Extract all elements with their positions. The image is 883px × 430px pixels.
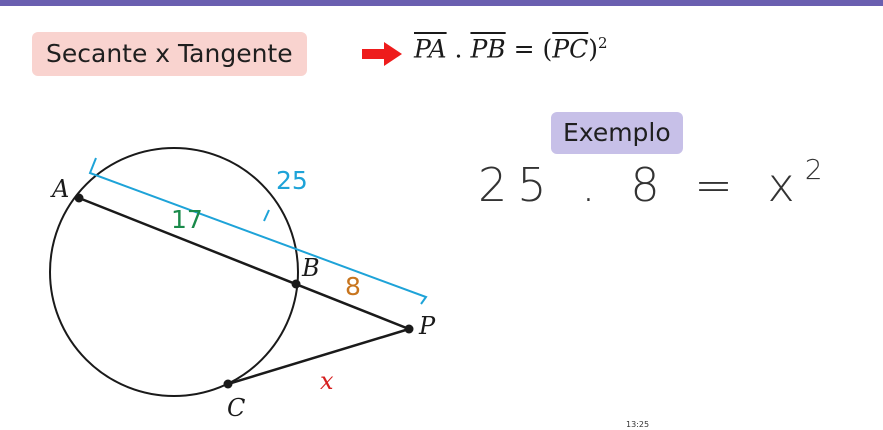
topic-title: Secante x Tangente — [32, 32, 307, 76]
length-pc-label: x — [320, 367, 334, 395]
point-a-dot — [74, 193, 84, 203]
point-p-dot — [404, 324, 414, 334]
pa-length-bracket — [88, 157, 428, 305]
length-ab-label: 17 — [171, 205, 203, 234]
power-of-point-formula: PA . PB = (PC)2 — [414, 34, 608, 63]
example-label: Exemplo — [551, 112, 683, 154]
top-accent-bar — [0, 0, 883, 6]
length-bp-label: 8 — [345, 272, 361, 301]
point-b-label: B — [301, 254, 320, 282]
point-a-label: A — [50, 175, 69, 203]
formula-exponent: 2 — [598, 34, 608, 52]
right-arrow-icon — [362, 42, 402, 66]
formula-close-paren: ) — [588, 34, 598, 64]
segment-pb: PB — [470, 34, 506, 64]
segment-pc: PC — [552, 34, 589, 64]
secant-line — [78, 196, 410, 331]
point-c-label: C — [227, 394, 245, 422]
equation-lhs: 25 . 8 = x — [478, 158, 805, 212]
point-c-dot — [223, 379, 233, 389]
length-pa-label: 25 — [276, 166, 308, 195]
example-equation: 25 . 8 = x2 — [478, 153, 833, 212]
point-p-label: P — [418, 312, 436, 340]
formula-open-paren: ( — [542, 34, 553, 64]
tangent-line — [227, 327, 410, 386]
pa-bracket-tick — [263, 209, 270, 222]
equation-exponent: 2 — [804, 152, 833, 186]
point-b-dot — [291, 279, 301, 289]
segment-pa: PA — [414, 34, 447, 64]
formula-dot: . — [454, 34, 463, 64]
status-time: 13:25 — [626, 420, 650, 429]
circle — [49, 147, 299, 397]
formula-equals: = — [513, 34, 535, 64]
